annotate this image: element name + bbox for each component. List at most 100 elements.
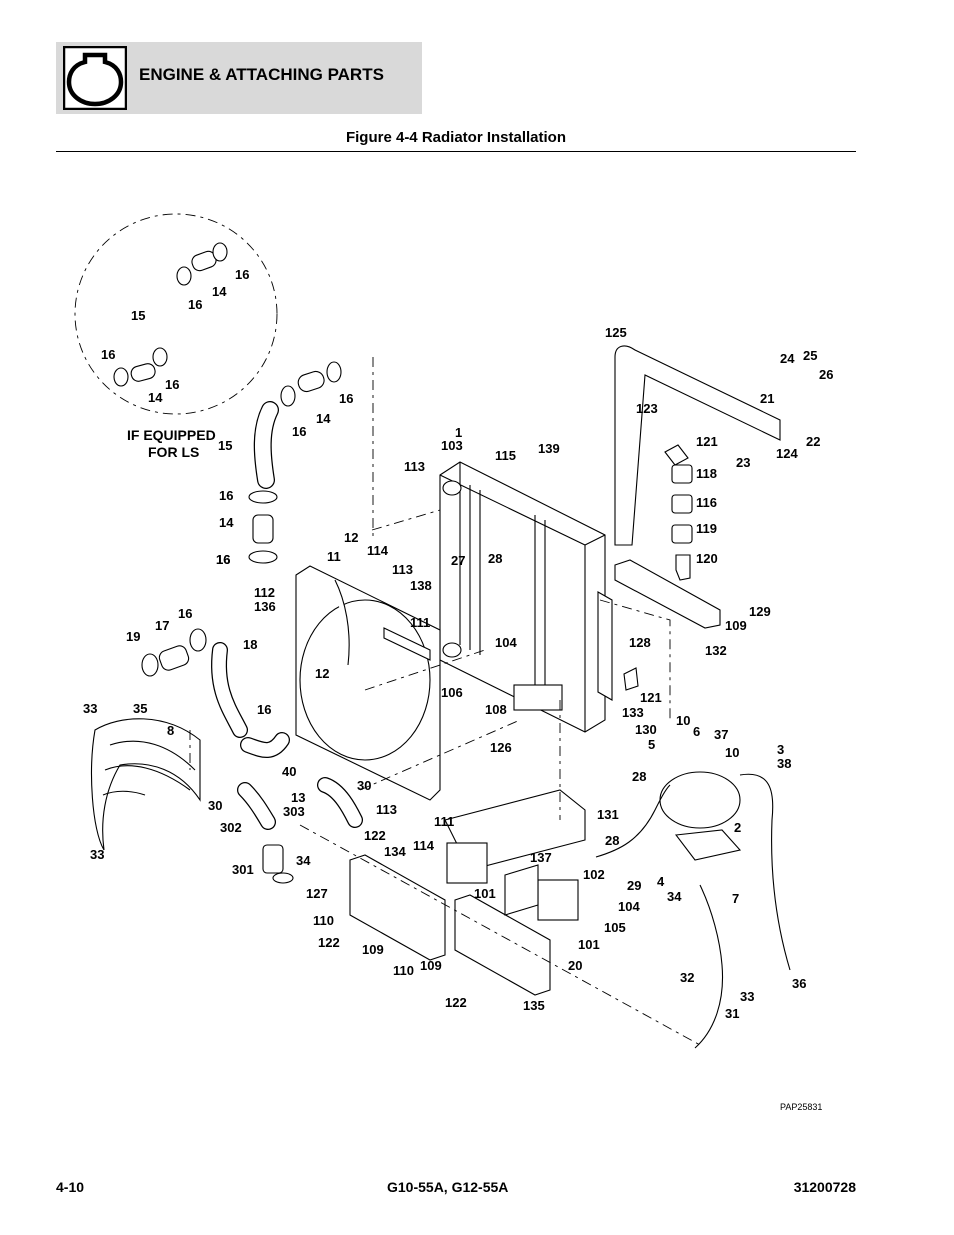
callout: 28 bbox=[605, 833, 619, 848]
upper-hose-assembly bbox=[248, 361, 342, 564]
callout: 15 bbox=[218, 438, 232, 453]
drain-fittings bbox=[623, 444, 693, 691]
callout: 16 bbox=[216, 552, 230, 567]
callout: 16 bbox=[235, 267, 249, 282]
callout: 109 bbox=[725, 618, 747, 633]
callout: 16 bbox=[257, 702, 271, 717]
callout: 113 bbox=[376, 802, 397, 817]
callout: 121 bbox=[696, 434, 718, 449]
callout: 104 bbox=[495, 635, 517, 650]
callout: 17 bbox=[155, 618, 169, 633]
callout: 114 bbox=[413, 838, 435, 853]
model-number: G10-55A, G12-55A bbox=[387, 1179, 509, 1195]
callout: 11 bbox=[327, 549, 341, 564]
callout: 27 bbox=[451, 553, 465, 568]
callout: 115 bbox=[495, 448, 516, 463]
callout: 101 bbox=[578, 937, 600, 952]
page-number: 4-10 bbox=[56, 1179, 85, 1195]
callout: 122 bbox=[318, 935, 340, 950]
callout: 139 bbox=[538, 441, 560, 456]
callout: 16 bbox=[339, 391, 353, 406]
engine-icon bbox=[63, 46, 127, 110]
section-title: ENGINE & ATTACHING PARTS bbox=[139, 65, 384, 84]
document-number: 31200728 bbox=[793, 1179, 856, 1195]
callout: 33 bbox=[740, 989, 754, 1004]
lower-bracket-132 bbox=[614, 559, 721, 629]
callout: 32 bbox=[680, 970, 694, 985]
callout: 135 bbox=[523, 998, 545, 1013]
ls-hose-assembly bbox=[113, 242, 228, 387]
callout: 111 bbox=[434, 814, 454, 829]
callout: 301 bbox=[232, 862, 254, 877]
callout: 24 bbox=[780, 351, 795, 366]
lower-baffles bbox=[349, 684, 586, 996]
callout: 303 bbox=[283, 804, 305, 819]
callout: 8 bbox=[167, 723, 174, 738]
callout: 13 bbox=[291, 790, 305, 805]
callout: 18 bbox=[243, 637, 257, 652]
callout: 22 bbox=[806, 434, 820, 449]
callout: 16 bbox=[165, 377, 179, 392]
callout: 23 bbox=[736, 455, 750, 470]
callout: 121 bbox=[640, 690, 662, 705]
callout: 40 bbox=[282, 764, 296, 779]
title-rule bbox=[56, 151, 856, 152]
callout: 134 bbox=[384, 844, 406, 859]
callout: 37 bbox=[714, 727, 728, 742]
callout: 302 bbox=[220, 820, 242, 835]
top-support-bracket bbox=[614, 345, 781, 546]
callout: 113 bbox=[404, 459, 425, 474]
ls-note-line1: IF EQUIPPED bbox=[127, 427, 216, 443]
callout: 14 bbox=[212, 284, 227, 299]
overflow-tank bbox=[595, 771, 791, 1049]
ls-note-line2: FOR LS bbox=[148, 444, 199, 460]
callout: 30 bbox=[208, 798, 222, 813]
callout: 7 bbox=[732, 891, 739, 906]
callout: 6 bbox=[693, 724, 700, 739]
callout: 123 bbox=[636, 401, 658, 416]
callout: 35 bbox=[133, 701, 147, 716]
callout: 109 bbox=[362, 942, 384, 957]
callout: 26 bbox=[819, 367, 833, 382]
callout: 102 bbox=[583, 867, 605, 882]
callout: 105 bbox=[604, 920, 626, 935]
callout: 10 bbox=[725, 745, 739, 760]
callout: 110 bbox=[393, 963, 414, 978]
callout: 12 bbox=[344, 530, 358, 545]
radiator-core bbox=[439, 461, 613, 733]
callout: 28 bbox=[632, 769, 646, 784]
callout: 108 bbox=[485, 702, 507, 717]
callout: 110 bbox=[313, 913, 334, 928]
callout: 138 bbox=[410, 578, 432, 593]
callout: 33 bbox=[90, 847, 104, 862]
callout: 29 bbox=[627, 878, 641, 893]
callout-labels: 16 16 14 15 16 16 14 16 16 14 16 15 16 1… bbox=[83, 267, 833, 1021]
callout: 14 bbox=[219, 515, 234, 530]
callout: 30 bbox=[357, 778, 371, 793]
fan-shroud bbox=[295, 565, 441, 801]
callout: 124 bbox=[776, 446, 798, 461]
section-header: ENGINE & ATTACHING PARTS bbox=[56, 42, 422, 114]
callout: 125 bbox=[605, 325, 627, 340]
callout: 16 bbox=[216, 552, 230, 567]
callout: 10 bbox=[676, 713, 690, 728]
callout: 25 bbox=[803, 348, 817, 363]
callout: 103 bbox=[441, 438, 463, 453]
callout: 4 bbox=[657, 874, 665, 889]
callout: 118 bbox=[696, 466, 717, 481]
callout: 16 bbox=[101, 347, 115, 362]
callout: 120 bbox=[696, 551, 718, 566]
callout: 119 bbox=[696, 521, 717, 536]
callout: 101 bbox=[474, 886, 496, 901]
callout: 16 bbox=[292, 424, 306, 439]
callout: 111 bbox=[410, 615, 430, 630]
callout: 14 bbox=[316, 411, 331, 426]
callout: 36 bbox=[792, 976, 806, 991]
callout: 5 bbox=[648, 737, 655, 752]
callout: 129 bbox=[749, 604, 771, 619]
callout: 3 bbox=[777, 742, 784, 757]
callout: 21 bbox=[760, 391, 774, 406]
callout: 130 bbox=[635, 722, 657, 737]
drawing-code: PAP25831 bbox=[780, 1102, 822, 1112]
callout: 15 bbox=[131, 308, 145, 323]
